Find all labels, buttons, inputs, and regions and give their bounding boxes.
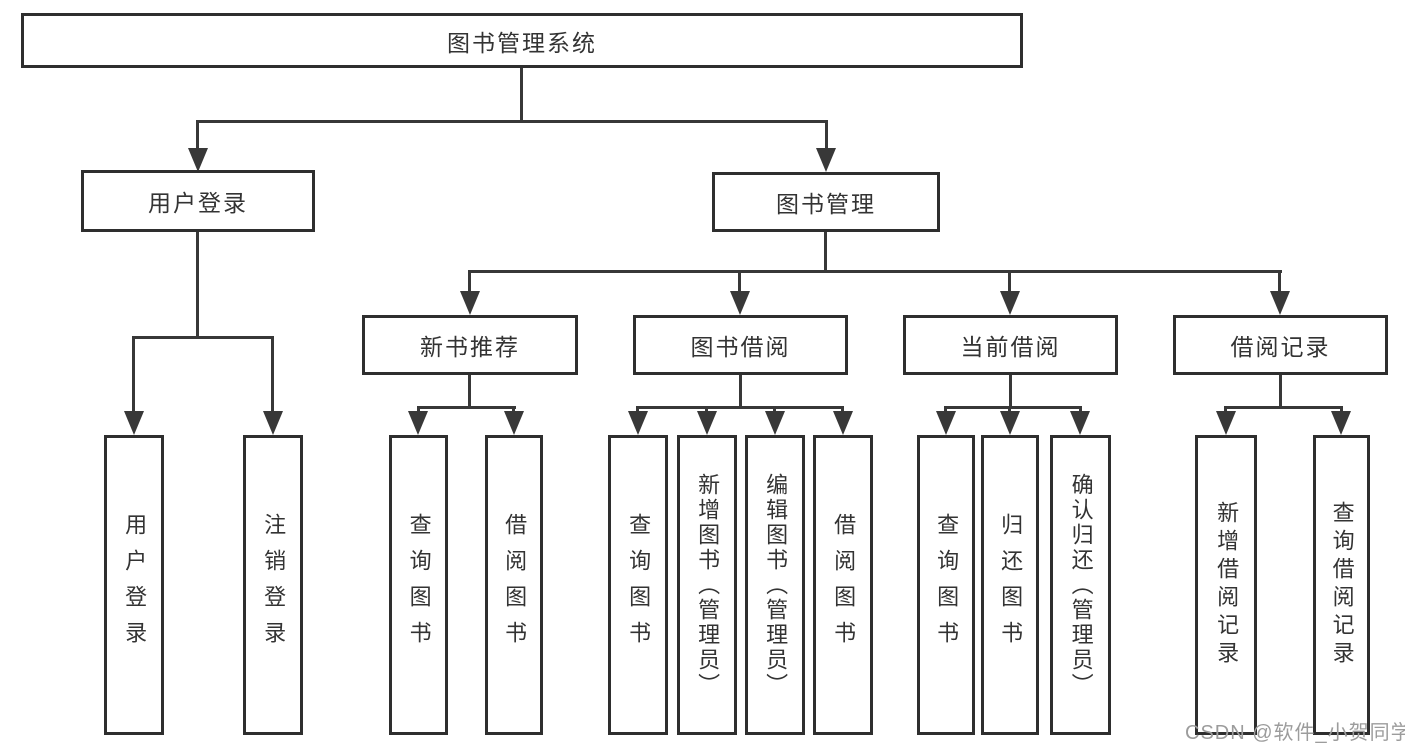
arrow-down-icon [833,411,853,435]
leaf-return-books: 归还图书 [981,435,1039,735]
node-current-borrow-label: 当前借阅 [960,334,1061,360]
node-borrow-record-label: 借阅记录 [1230,334,1331,360]
leaf-query-borrow-record-label: 查询借阅记录 [1329,501,1355,669]
arrow-down-icon [1331,411,1351,435]
connector-bar [636,406,844,409]
connector-stem [196,232,199,339]
arrow-down-icon [628,411,648,435]
connector-bar [1224,406,1343,409]
leaf-confirm-return-admin-label: 确认归还（管理员） [1068,472,1094,698]
arrow-down-icon [460,291,480,315]
node-book-borrow-label: 图书借阅 [690,334,791,360]
leaf-logout-label: 注销登录 [261,513,287,657]
arrow-down-icon [124,411,144,435]
connector-stem [1279,375,1282,409]
leaf-borrow-borrow-books-label: 借阅图书 [831,513,857,657]
arrow-down-icon [1000,291,1020,315]
node-book-management-label: 图书管理 [776,191,876,217]
connector-stem [520,67,523,123]
leaf-recommend-query-books: 查询图书 [389,435,448,735]
leaf-edit-books-admin-label: 编辑图书（管理员） [763,472,789,698]
leaf-edit-books-admin: 编辑图书（管理员） [745,435,805,735]
node-new-book-recommend-label: 新书推荐 [420,334,520,360]
connector-stem [468,375,471,409]
arrow-down-icon [1270,291,1290,315]
connector-bar [132,336,274,339]
node-user-login: 用户登录 [81,170,315,232]
connector-bar [944,406,1082,409]
leaf-recommend-query-books-label: 查询图书 [406,513,432,657]
leaf-user-login-label: 用户登录 [122,513,148,657]
arrow-down-icon [1216,411,1236,435]
leaf-return-books-label: 归还图书 [998,513,1024,657]
connector-stem [468,270,471,296]
arrow-down-icon [936,411,956,435]
arrow-down-icon [504,411,524,435]
arrow-down-icon [408,411,428,435]
arrow-down-icon [263,411,283,435]
connector-stem [739,375,742,409]
leaf-logout: 注销登录 [243,435,303,735]
connector-bar [196,120,828,123]
connector-stem [132,336,135,416]
arrow-down-icon [1000,411,1020,435]
arrow-down-icon [816,148,836,172]
connector-stem [825,120,828,153]
node-new-book-recommend: 新书推荐 [362,315,578,375]
arrow-down-icon [765,411,785,435]
leaf-borrow-borrow-books: 借阅图书 [813,435,873,735]
leaf-confirm-return-admin: 确认归还（管理员） [1050,435,1111,735]
connector-stem [824,231,827,273]
arrow-down-icon [1070,411,1090,435]
leaf-borrow-query-books-label: 查询图书 [626,513,652,657]
arrow-down-icon [697,411,717,435]
connector-bar [417,406,516,409]
leaf-add-borrow-record: 新增借阅记录 [1195,435,1257,735]
node-book-borrow: 图书借阅 [633,315,848,375]
connector-bar [468,270,1282,273]
arrow-down-icon [730,291,750,315]
leaf-add-books-admin: 新增图书（管理员） [677,435,737,735]
connector-stem [1278,270,1281,296]
leaf-query-borrow-record: 查询借阅记录 [1313,435,1370,735]
leaf-current-query-books-label: 查询图书 [934,513,960,657]
connector-stem [738,270,741,296]
node-system-root: 图书管理系统 [21,13,1023,68]
leaf-add-borrow-record-label: 新增借阅记录 [1214,501,1240,669]
node-system-root-label: 图书管理系统 [447,29,597,56]
leaf-recommend-borrow-books-label: 借阅图书 [502,513,528,657]
node-current-borrow: 当前借阅 [903,315,1118,375]
leaf-user-login: 用户登录 [104,435,164,735]
leaf-add-books-admin-label: 新增图书（管理员） [695,472,721,698]
leaf-recommend-borrow-books: 借阅图书 [485,435,543,735]
leaf-borrow-query-books: 查询图书 [608,435,668,735]
csdn-watermark: CSDN @软件_小贺同学 [1185,722,1405,744]
leaf-current-query-books: 查询图书 [917,435,975,735]
node-user-login-label: 用户登录 [148,190,248,216]
connector-stem [1009,375,1012,409]
node-borrow-record: 借阅记录 [1173,315,1388,375]
node-book-management: 图书管理 [712,172,940,232]
connector-stem [196,120,199,153]
connector-stem [271,336,274,416]
arrow-down-icon [188,148,208,172]
connector-stem [1008,270,1011,296]
